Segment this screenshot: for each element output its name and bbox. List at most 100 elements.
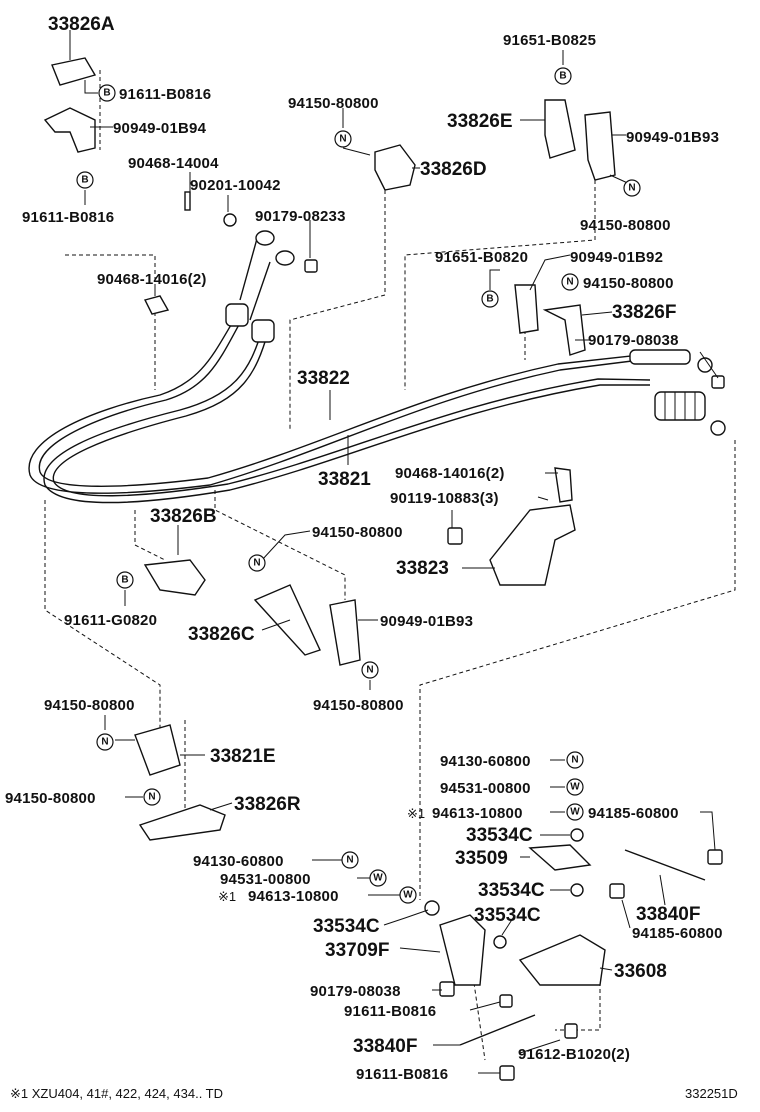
clamp-90949-01B93-top-shape	[584, 111, 616, 181]
label-33826B: 33826B	[150, 506, 217, 527]
bracket-33826D-shape	[374, 144, 416, 191]
bracket-33826E-shape	[544, 99, 576, 159]
part-shapes	[43, 57, 725, 1081]
bushing-33534C-b-shape	[570, 883, 584, 897]
pin-90468-14004-shape	[184, 191, 191, 211]
label-33822: 33822	[297, 368, 350, 389]
svg-text:N: N	[366, 665, 373, 676]
svg-text:B: B	[81, 175, 88, 186]
label-33823: 33823	[396, 558, 449, 579]
label-94150-80800-e: 94150-80800	[313, 697, 404, 714]
svg-text:B: B	[103, 88, 110, 99]
label-33821: 33821	[318, 469, 371, 490]
nut-90179-08233-shape	[304, 259, 318, 273]
label-91611-B0816-d: 91611-B0816	[356, 1066, 448, 1083]
label-90119-10883-3: 90119-10883(3)	[390, 490, 499, 507]
label-94613-10800-a: 94613-10800	[432, 805, 523, 822]
label-90949-01B92: 90949-01B92	[570, 249, 663, 266]
clamp-90949-01B92-shape	[514, 284, 539, 334]
svg-text:N: N	[339, 134, 346, 145]
washer-90201-shape	[223, 213, 237, 227]
lever-33509-shape	[528, 844, 592, 871]
footnote: ※1 XZU404, 41#, 422, 424, 434.. TD	[10, 1086, 223, 1101]
nut-91611-B0816-d-shape	[499, 1065, 515, 1081]
control-cables	[28, 230, 726, 504]
svg-text:B: B	[121, 575, 128, 586]
cable-end-eye-upper	[255, 230, 275, 246]
bushing-33534C-c-shape	[424, 900, 440, 916]
label-90949-01B93-a: 90949-01B93	[626, 129, 719, 146]
lever-33709F-shape	[439, 914, 486, 986]
label-91611-B0816-b: 91611-B0816	[22, 209, 114, 226]
bracket-33826C-shape	[253, 584, 321, 656]
label-33826F: 33826F	[612, 302, 676, 323]
label-94185-60800-b: 94185-60800	[632, 925, 723, 942]
label-90201-10042: 90201-10042	[190, 177, 281, 194]
label-33840F-a: 33840F	[636, 904, 700, 925]
cable-end-joint-upper	[697, 357, 713, 373]
cable-end-eye-lower	[275, 250, 295, 266]
label-94150-80800-c: 94150-80800	[583, 275, 674, 292]
cable-end-bellows-lower	[654, 391, 706, 421]
cable-boot-upper	[225, 303, 249, 327]
label-33534C-d: 33534C	[474, 905, 541, 926]
svg-text:B: B	[559, 71, 566, 82]
label-94613-10800-b: 94613-10800	[248, 888, 339, 905]
cable-end-joint-lower	[710, 420, 726, 436]
pin-90468-14016-shape	[143, 295, 170, 315]
mark-n-2: N	[623, 179, 641, 197]
drawing-code: 332251D	[685, 1086, 738, 1101]
mark-n-7: N	[143, 788, 161, 806]
bracket-33823-shape	[489, 504, 576, 586]
note-mark-1: ※1	[407, 806, 425, 821]
clamp-90949-01B94-shape	[43, 107, 96, 153]
svg-text:N: N	[101, 737, 108, 748]
label-33709F: 33709F	[325, 940, 389, 961]
mark-b-3: B	[554, 67, 572, 85]
svg-text:W: W	[403, 890, 413, 901]
circle-marks: B B N B N B N N B N N N N W W N W W	[76, 67, 641, 904]
svg-text:N: N	[628, 183, 635, 194]
mark-n-3: N	[561, 273, 579, 291]
part-labels: 33826A 91611-B0816 90949-01B94 91611-B08…	[5, 14, 723, 1083]
label-94150-80800-a: 94150-80800	[288, 95, 379, 112]
label-90179-08038-b: 90179-08038	[310, 983, 401, 1000]
bushing-33534C-d-shape	[493, 935, 507, 949]
label-94130-60800-a: 94130-60800	[440, 753, 531, 770]
svg-text:N: N	[571, 755, 578, 766]
svg-text:N: N	[566, 277, 573, 288]
label-33826D: 33826D	[420, 159, 487, 180]
svg-text:W: W	[570, 807, 580, 818]
note-mark-2: ※1	[218, 889, 236, 904]
label-33821E: 33821E	[210, 746, 276, 767]
label-33608: 33608	[614, 961, 667, 982]
svg-text:W: W	[373, 873, 383, 884]
label-33534C-b: 33534C	[478, 880, 545, 901]
bracket-33826F-shape	[542, 304, 586, 356]
bushing-33534C-a-shape	[570, 828, 584, 842]
label-33509: 33509	[455, 848, 508, 869]
mark-n-6: N	[96, 733, 114, 751]
bolt-91612-B1020-shape	[564, 1023, 578, 1039]
label-91651-B0820: 91651-B0820	[435, 249, 528, 266]
svg-text:W: W	[570, 782, 580, 793]
mark-w-3: W	[369, 869, 387, 887]
nut-90179-08038-bottom-shape	[439, 981, 455, 997]
label-33826E: 33826E	[447, 111, 513, 132]
cable-boot-lower	[251, 319, 275, 343]
rod-33840F-a-shape	[624, 849, 706, 881]
svg-text:B: B	[486, 294, 493, 305]
label-94531-00800-b: 94531-00800	[220, 871, 311, 888]
mark-n-9: N	[341, 851, 359, 869]
label-33826R: 33826R	[234, 794, 301, 815]
label-90949-01B93-b: 90949-01B93	[380, 613, 473, 630]
svg-text:N: N	[253, 558, 260, 569]
label-90468-14016-2-a: 90468-14016(2)	[97, 271, 207, 288]
dashed-reference-lines	[44, 70, 736, 1061]
label-33826A: 33826A	[48, 14, 115, 35]
mark-n-1: N	[334, 130, 352, 148]
label-33840F-b: 33840F	[353, 1036, 417, 1057]
label-94130-60800-b: 94130-60800	[193, 853, 284, 870]
bolt-90119-10883-shape	[447, 527, 463, 545]
